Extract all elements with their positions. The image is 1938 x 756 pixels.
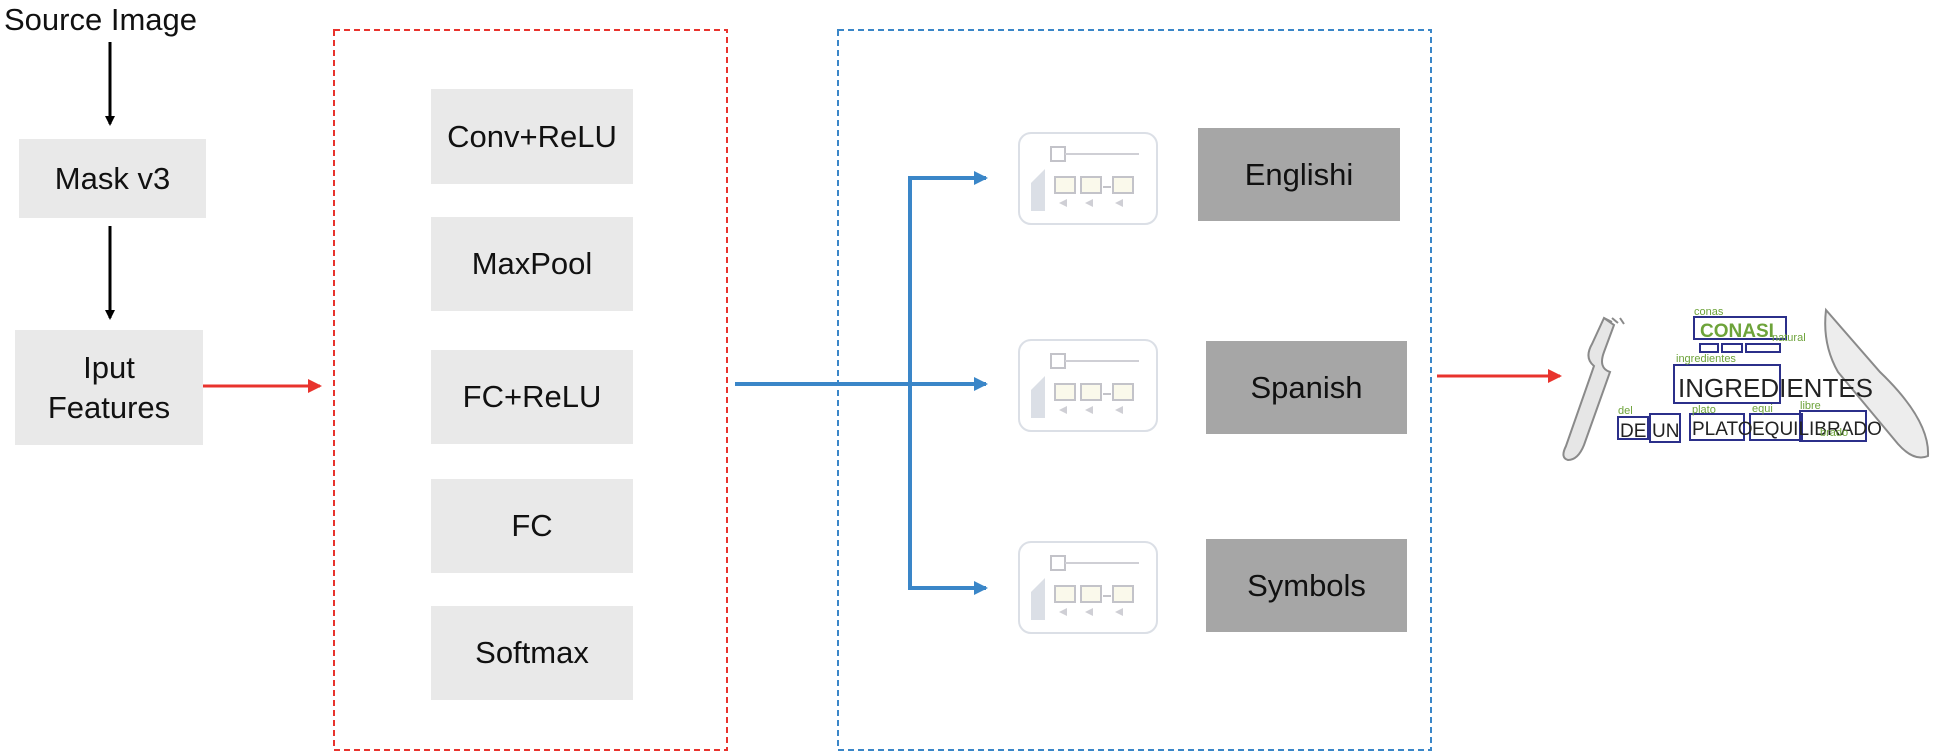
language-english-box: Englishi bbox=[1198, 128, 1400, 221]
output-image: CONASI INGREDIENTES DE UN PLATO EQUILIBR… bbox=[1562, 306, 1930, 462]
output-word-conasi: CONASI bbox=[1700, 321, 1774, 342]
network-thumbnail-english bbox=[1018, 132, 1158, 225]
source-image-label: Source Image bbox=[4, 2, 197, 37]
output-word-plato: PLATO bbox=[1692, 419, 1753, 440]
output-small-word-plato: plato bbox=[1692, 404, 1716, 416]
knife-icon bbox=[1824, 307, 1930, 459]
language-symbols-box: Symbols bbox=[1206, 539, 1407, 632]
network-thumbnail-symbols bbox=[1018, 541, 1158, 634]
output-word-un: UN bbox=[1652, 421, 1679, 442]
output-small-word-natural: natural bbox=[1772, 332, 1806, 344]
fork-icon bbox=[1562, 316, 1625, 462]
output-word-de: DE bbox=[1620, 421, 1646, 442]
output-small-word-equi: equi bbox=[1752, 403, 1773, 415]
input-features-box: Iput Features bbox=[15, 330, 203, 445]
cnn-frame bbox=[333, 29, 728, 751]
layer-softmax: Softmax bbox=[431, 606, 633, 700]
layer-fc: FC bbox=[431, 479, 633, 573]
output-small-word-conas: conas bbox=[1694, 306, 1724, 318]
language-frame bbox=[837, 29, 1432, 751]
layer-fc-relu: FC+ReLU bbox=[431, 350, 633, 444]
output-small-word-del: del bbox=[1618, 405, 1633, 417]
output-word-ingredientes: INGREDIENTES bbox=[1678, 373, 1873, 403]
language-spanish-box: Spanish bbox=[1206, 341, 1407, 434]
layer-conv-relu: Conv+ReLU bbox=[431, 89, 633, 184]
output-small-word-ingredientes: ingredientes bbox=[1676, 353, 1736, 365]
output-small-word-brado: brado bbox=[1820, 427, 1848, 439]
output-small-word-libre: libre bbox=[1800, 400, 1821, 412]
mask-v3-box: Mask v3 bbox=[19, 139, 206, 218]
layer-maxpool: MaxPool bbox=[431, 217, 633, 311]
network-thumbnail-spanish bbox=[1018, 339, 1158, 432]
output-word-equilibrado: EQUILIBRADO bbox=[1752, 419, 1882, 440]
